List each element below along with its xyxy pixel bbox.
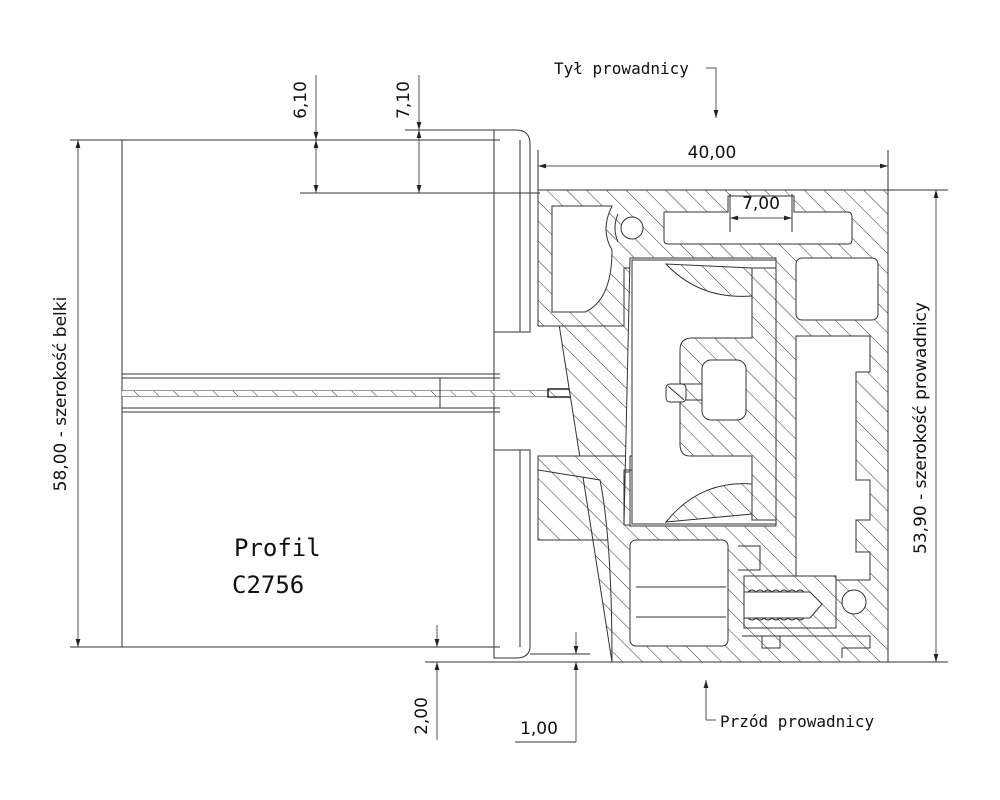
dim-gap-bottom-b: 1,00 — [520, 719, 558, 739]
profile-label-line2: C2756 — [232, 571, 304, 599]
dim-offset-a: 6,10 — [291, 81, 311, 119]
dim-gap-bottom-a: 2,00 — [412, 697, 432, 735]
dim-slot: 7,00 — [742, 194, 780, 214]
dim-guide-depth: 40,00 — [688, 143, 737, 163]
dim-guide-width: 53,90 - szerokość prowadnicy — [911, 302, 931, 554]
profile-label-line1: Profil — [234, 534, 321, 562]
rear-label: Tył prowadnicy — [554, 59, 689, 78]
dimensions — [75, 67, 948, 743]
dim-beam-width: 58,00 - szerokość belki — [51, 297, 71, 492]
dim-offset-b: 7,10 — [394, 81, 414, 119]
front-label: Przód prowadnicy — [720, 712, 874, 731]
guide-profile — [537, 189, 889, 663]
